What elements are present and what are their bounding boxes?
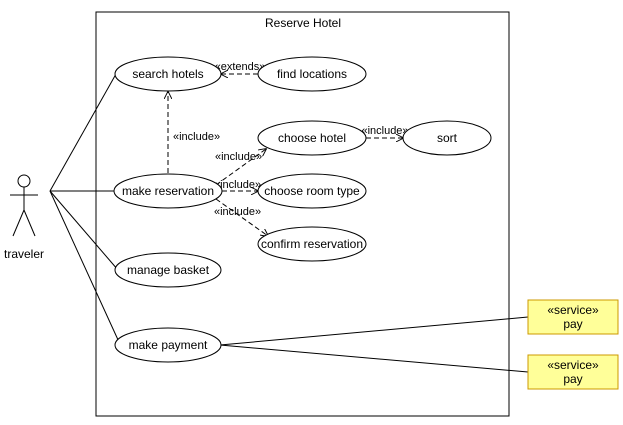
assoc-manage-basket: [49, 190, 119, 271]
system-boundary: [95, 11, 510, 417]
include-choose-hotel-label: «include»: [215, 151, 262, 163]
include-search-hotels-label: «include»: [173, 131, 220, 143]
use-case-make-reservation-label: make reservation: [122, 184, 214, 198]
actor-left-leg: [12, 209, 25, 237]
use-case-make-payment[interactable]: make payment: [114, 327, 222, 363]
system-title: Reserve Hotel: [265, 16, 341, 30]
use-case-search-hotels-label: search hotels: [132, 67, 203, 81]
use-case-make-payment-ellipse: [114, 327, 222, 363]
use-case-choose-room-type[interactable]: choose room type: [257, 173, 367, 209]
use-case-confirm-reservation[interactable]: confirm reservation: [257, 226, 367, 262]
use-case-find-locations[interactable]: find locations: [257, 56, 367, 92]
actor-label: traveler: [4, 247, 44, 261]
assoc-make-payment: [49, 190, 120, 343]
service-pay-2[interactable]: «service» pay: [527, 354, 619, 390]
extends-label: «extends»: [215, 61, 266, 73]
assoc-service-pay-1: [219, 316, 529, 346]
actor-head: [17, 174, 31, 188]
include-sort-label: «include»: [361, 125, 408, 137]
use-case-choose-hotel-ellipse: [257, 120, 367, 156]
use-case-manage-basket-ellipse: [114, 252, 222, 288]
use-case-confirm-reservation-label: confirm reservation: [261, 237, 363, 251]
use-case-choose-room-type-label: choose room type: [264, 184, 360, 198]
use-case-search-hotels-ellipse: [114, 56, 222, 92]
use-case-manage-basket-label: manage basket: [127, 263, 210, 277]
service-pay-1-box: [527, 299, 619, 335]
service-pay-1[interactable]: «service» pay: [527, 299, 619, 335]
actor-traveler[interactable]: traveler: [4, 174, 44, 261]
service-pay-2-name: pay: [563, 372, 582, 386]
use-case-sort[interactable]: sort: [402, 120, 492, 156]
use-case-make-reservation-ellipse: [113, 173, 223, 209]
include-choose-room-type-label: «include»: [214, 179, 261, 191]
use-case-manage-basket[interactable]: manage basket: [114, 252, 222, 288]
service-pay-1-name: pay: [563, 317, 582, 331]
actor-right-leg: [23, 209, 36, 237]
assoc-service-pay-2: [219, 344, 529, 373]
use-case-search-hotels[interactable]: search hotels: [114, 56, 222, 92]
assoc-search-hotels: [49, 73, 117, 192]
use-case-sort-label: sort: [437, 131, 458, 145]
use-case-find-locations-label: find locations: [277, 67, 347, 81]
include-choose-hotel-arrow: [215, 149, 266, 186]
include-confirm-reservation-label: «include»: [214, 206, 261, 218]
use-case-sort-ellipse: [402, 120, 492, 156]
use-case-choose-hotel[interactable]: choose hotel: [257, 120, 367, 156]
service-pay-2-stereotype: «service»: [547, 358, 599, 372]
use-case-choose-room-type-ellipse: [257, 173, 367, 209]
use-case-make-reservation[interactable]: make reservation: [113, 173, 223, 209]
include-confirm-reservation-arrow: [215, 198, 268, 236]
use-case-choose-hotel-label: choose hotel: [278, 131, 346, 145]
service-pay-1-stereotype: «service»: [547, 303, 599, 317]
use-case-make-payment-label: make payment: [129, 338, 208, 352]
use-case-confirm-reservation-ellipse: [257, 226, 367, 262]
use-case-find-locations-ellipse: [257, 56, 367, 92]
service-pay-2-box: [527, 354, 619, 390]
